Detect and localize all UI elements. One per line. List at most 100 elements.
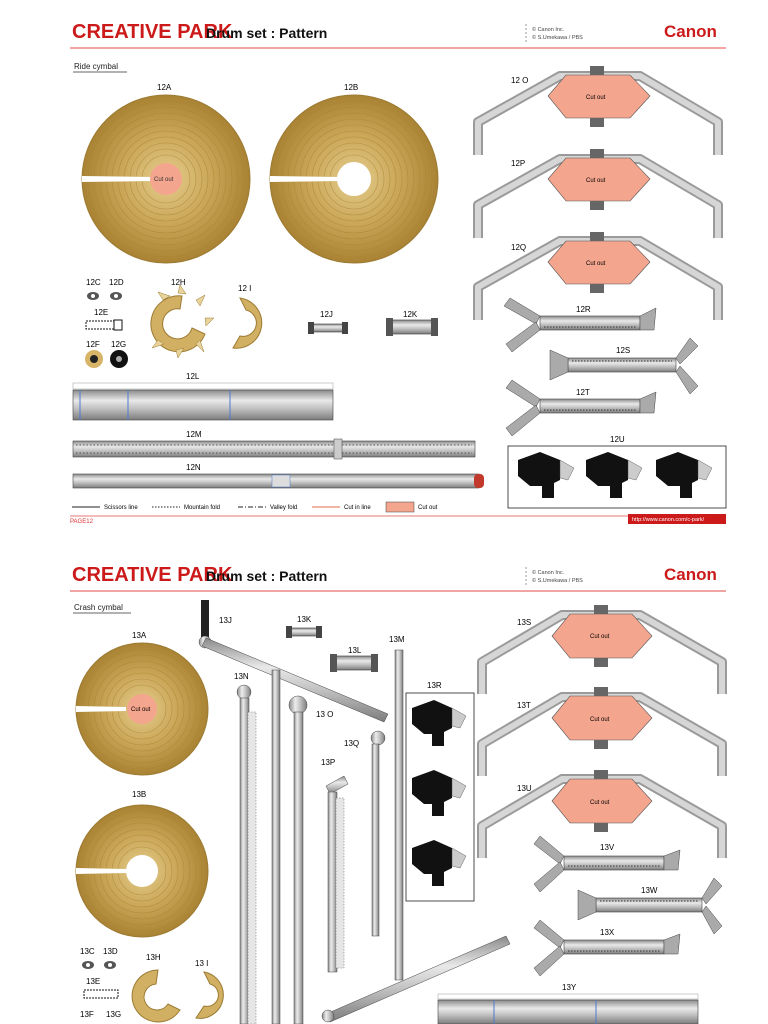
label-12G: 12G — [111, 340, 126, 349]
small-parts-12C-12G: 12C 12D 12E 12F 12G — [85, 278, 128, 368]
bar-13W: 13W — [577, 877, 723, 935]
label-12F: 12F — [86, 340, 100, 349]
cutout-label: Cut out — [590, 634, 610, 640]
canon-logo: Canon — [664, 22, 717, 41]
label-12L: 12L — [186, 372, 200, 381]
legend-valley: Valley fold — [270, 505, 297, 511]
label-13O: 13 O — [316, 710, 333, 719]
label-12A: 12A — [157, 83, 172, 92]
bar-12T: 12T — [505, 379, 657, 437]
rod-12N: 12N — [72, 463, 484, 489]
label-13L: 13L — [348, 646, 362, 655]
bar-13X: 13X — [533, 919, 681, 977]
label-12M: 12M — [186, 430, 202, 439]
brand-logo: CREATIVE PARK — [72, 21, 233, 43]
cymbal-13A: 13A Cut out — [75, 631, 209, 776]
label-13J: 13J — [219, 616, 232, 625]
label-13X: 13X — [600, 928, 615, 937]
clamp-12K: 12K — [386, 310, 438, 336]
cutout-label: Cut out — [154, 177, 174, 183]
label-13P: 13P — [321, 758, 335, 767]
label-12B: 12B — [344, 83, 358, 92]
cutout-label: Cut out — [590, 800, 610, 806]
clamp-13L: 13L — [330, 646, 378, 672]
label-12U: 12U — [610, 435, 625, 444]
label-13H: 13H — [146, 953, 161, 962]
pole-13O: 13 O — [288, 695, 333, 1024]
legend-mountain: Mountain fold — [184, 505, 220, 511]
label-12D: 12D — [109, 278, 124, 287]
clamp-12J: 12J — [308, 310, 348, 334]
bracket-12I: 12 I — [232, 284, 263, 349]
pole-13P: 13P — [321, 758, 349, 973]
legend-cutin: Cut in line — [344, 505, 371, 511]
arm-13S: 13S Cut out — [477, 605, 727, 694]
parts-13R: 13R — [405, 681, 475, 902]
label-13Y: 13Y — [562, 983, 577, 992]
label-12R: 12R — [576, 305, 591, 314]
label-13N: 13N — [234, 672, 249, 681]
arm-13U: 13U Cut out — [477, 770, 727, 858]
label-13G: 13G — [106, 1010, 121, 1019]
label-12J: 12J — [320, 310, 333, 319]
diagonal-rod — [321, 935, 511, 1023]
label-12T: 12T — [576, 388, 590, 397]
cutout-label: Cut out — [586, 95, 606, 101]
pole-13Q: 13Q — [344, 730, 386, 937]
label-12N: 12N — [186, 463, 201, 472]
label-13S: 13S — [517, 618, 531, 627]
label-13T: 13T — [517, 701, 531, 710]
legend-cutout: Cut out — [418, 505, 438, 511]
label-12C: 12C — [86, 278, 101, 287]
canon-logo: Canon — [664, 565, 717, 584]
small-parts-13: 13C 13D 13E 13F 13G 13H 13 I — [80, 947, 224, 1023]
label-13A: 13A — [132, 631, 147, 640]
legend: Scissors line Mountain fold Valley fold … — [72, 501, 438, 513]
label-13C: 13C — [80, 947, 95, 956]
label-13W: 13W — [641, 886, 658, 895]
label-13U: 13U — [517, 784, 532, 793]
footer-url[interactable]: http://www.canon.com/c-park/ — [632, 517, 705, 523]
bar-12S: 12S — [549, 337, 699, 395]
label-12S: 12S — [616, 346, 630, 355]
parts-12U: 12U — [507, 435, 727, 509]
arm-12O: 12 O Cut out — [473, 66, 723, 155]
cutout-label: Cut out — [131, 707, 151, 713]
bar-12R: 12R — [503, 297, 657, 353]
page2-header: CREATIVE PARK Drum set : Pattern © Canon… — [70, 564, 726, 592]
page1-header: CREATIVE PARK Drum set : Pattern © Canon… — [70, 21, 726, 49]
label-13K: 13K — [297, 615, 312, 624]
cutout-label: Cut out — [590, 717, 610, 723]
tube-13Y: 13Y — [437, 983, 699, 1024]
label-12H: 12H — [171, 278, 186, 287]
page-title: Drum set : Pattern — [206, 25, 327, 41]
copyright-author: © S.Umekawa / PBS — [532, 577, 583, 584]
label-13D: 13D — [103, 947, 118, 956]
label-12K: 12K — [403, 310, 418, 319]
rod-13M: 13M — [389, 635, 405, 981]
label-12P: 12P — [511, 159, 525, 168]
page-title: Drum set : Pattern — [206, 568, 327, 584]
copyright-canon: © Canon Inc. — [532, 26, 565, 33]
arm-13T: 13T Cut out — [477, 687, 727, 776]
section-title-ride: Ride cymbal — [74, 62, 118, 71]
page1-footer: PAGE12 http://www.canon.com/c-park/ — [70, 514, 726, 525]
cymbal-12B: 12B — [269, 83, 439, 264]
label-13M: 13M — [389, 635, 405, 644]
cymbal-13B: 13B — [75, 790, 209, 938]
copyright-canon: © Canon Inc. — [532, 569, 565, 576]
label-12I: 12 I — [238, 284, 251, 293]
cymbal-12A: 12A Cut out — [81, 83, 251, 264]
bar-13V: 13V — [533, 835, 681, 893]
label-13R: 13R — [427, 681, 442, 690]
pole-13N: 13N — [234, 669, 281, 1024]
label-13E: 13E — [86, 977, 100, 986]
label-13I: 13 I — [195, 959, 208, 968]
bracket-12H: 12H — [150, 278, 215, 359]
clamp-13K: 13K — [286, 615, 322, 638]
label-12E: 12E — [94, 308, 108, 317]
footer-page: PAGE12 — [70, 519, 94, 525]
label-12O: 12 O — [511, 76, 528, 85]
section-title-crash: Crash cymbal — [74, 603, 123, 612]
